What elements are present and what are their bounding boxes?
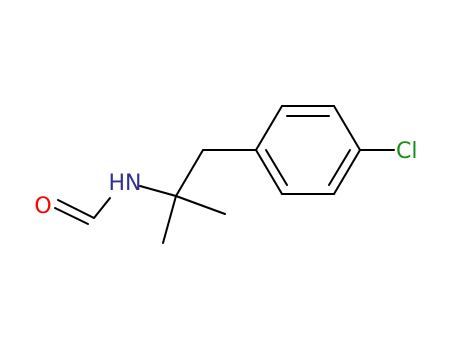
- bond-co-outer: [57, 199, 95, 219]
- ring-double-left: [265, 149, 288, 186]
- oxygen-label: O: [34, 194, 51, 219]
- ring-bond-6: [255, 149, 283, 195]
- bond-n-cq: [139, 185, 177, 197]
- bond-cq-methyl-right: [175, 195, 226, 215]
- bond-c-n: [93, 197, 111, 219]
- nitrogen-label: HN: [109, 171, 142, 196]
- ring-bond-1: [255, 105, 283, 151]
- ring-double-right: [328, 149, 351, 186]
- chlorine-label: Cl: [396, 139, 417, 164]
- bond-cq-ch2: [175, 149, 204, 197]
- bond-co-inner: [54, 207, 89, 225]
- ring-bond-4: [333, 149, 361, 195]
- bond-cq-methyl-down: [162, 195, 177, 244]
- ring-bond-3: [333, 105, 361, 151]
